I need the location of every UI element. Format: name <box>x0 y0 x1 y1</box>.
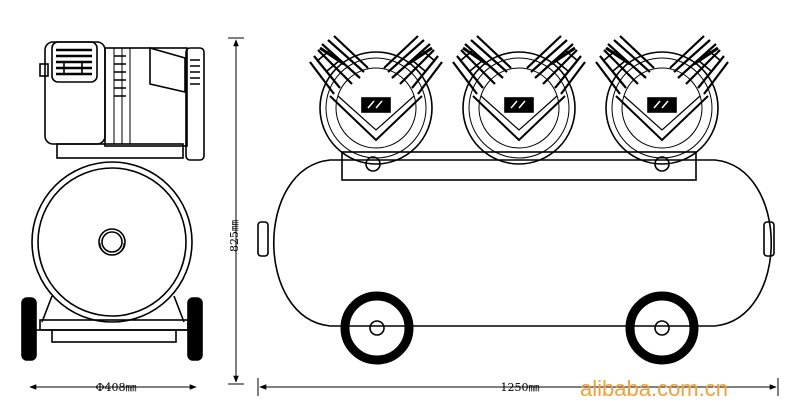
front-view-tank <box>257 159 775 327</box>
diameter-label: Φ408㎜ <box>95 381 136 394</box>
pump-head <box>309 35 443 165</box>
length-label: 1250㎜ <box>501 381 540 394</box>
mounting-plate <box>341 151 697 181</box>
diameter-dimension: Φ408㎜ <box>29 381 197 394</box>
side-view-tank <box>31 161 193 323</box>
side-view-pump-housing <box>39 41 205 161</box>
front-view-wheels <box>340 291 699 365</box>
height-dimension: 825㎜ <box>228 37 244 385</box>
watermark-text: alibaba.com.cn <box>580 376 728 401</box>
length-dimension: 1250㎜ <box>257 378 779 396</box>
height-label: 825㎜ <box>228 220 241 252</box>
side-view <box>21 41 205 361</box>
front-view <box>257 151 775 365</box>
pump-head <box>594 34 730 166</box>
side-view-cart <box>21 295 203 361</box>
pump-head <box>451 34 587 166</box>
